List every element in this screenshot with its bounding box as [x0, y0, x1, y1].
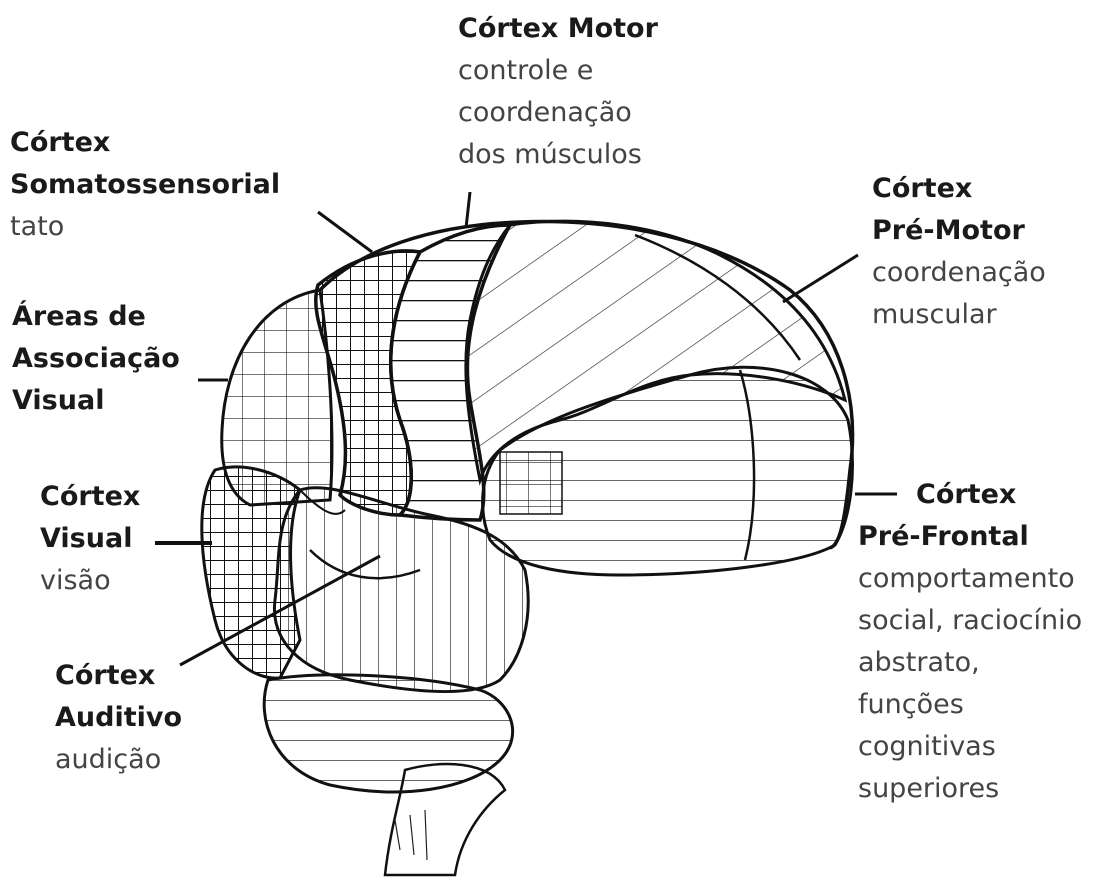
cortex-motor-desc-3: dos músculos: [458, 134, 658, 176]
motor-leader-line: [466, 192, 470, 228]
prefrontal-title-2: Pré-Frontal: [858, 516, 1082, 558]
assoc-title-3: Visual: [12, 380, 180, 422]
label-cortex-pre-frontal: Córtex Pré-Frontal comportamento social,…: [858, 474, 1082, 810]
premotor-desc-2: muscular: [872, 294, 1046, 336]
somato-leader-line: [318, 212, 372, 252]
label-areas-associacao-visual: Áreas de Associação Visual: [12, 296, 180, 422]
cortex-motor-desc-2: coordenação: [458, 92, 658, 134]
prefrontal-desc-5: cognitivas: [858, 726, 1082, 768]
premotor-leader-line: [783, 255, 858, 302]
visual-title-1: Córtex: [40, 476, 140, 518]
assoc-title-1: Áreas de: [12, 296, 180, 338]
premotor-title-1: Córtex: [872, 168, 1046, 210]
prefrontal-desc-3: abstrato,: [858, 642, 1082, 684]
auditivo-desc: audição: [55, 739, 182, 781]
prefrontal-desc-2: social, raciocínio: [858, 600, 1082, 642]
prefrontal-desc-4: funções: [858, 684, 1082, 726]
prefrontal-desc-1: comportamento: [858, 558, 1082, 600]
label-cortex-somatossensorial: Córtex Somatossensorial tato: [10, 122, 280, 248]
label-cortex-visual: Córtex Visual visão: [40, 476, 140, 602]
auditivo-title-2: Auditivo: [55, 697, 182, 739]
label-cortex-motor: Córtex Motor controle e coordenação dos …: [458, 8, 658, 176]
prefrontal-desc-6: superiores: [858, 768, 1082, 810]
somato-title-1: Córtex: [10, 122, 280, 164]
assoc-title-2: Associação: [12, 338, 180, 380]
label-cortex-pre-motor: Córtex Pré-Motor coordenação muscular: [872, 168, 1046, 336]
visual-desc: visão: [40, 560, 140, 602]
cerebellum: [264, 675, 512, 792]
visual-title-2: Visual: [40, 518, 140, 560]
somato-title-2: Somatossensorial: [10, 164, 280, 206]
premotor-desc-1: coordenação: [872, 252, 1046, 294]
prefrontal-title-1: Córtex: [858, 474, 1082, 516]
auditivo-title-1: Córtex: [55, 655, 182, 697]
label-cortex-auditivo: Córtex Auditivo audição: [55, 655, 182, 781]
cortex-motor-desc-1: controle e: [458, 50, 658, 92]
somato-desc: tato: [10, 206, 280, 248]
premotor-title-2: Pré-Motor: [872, 210, 1046, 252]
cortex-motor-title: Córtex Motor: [458, 8, 658, 50]
prefrontal-grid-patch: [500, 452, 562, 514]
